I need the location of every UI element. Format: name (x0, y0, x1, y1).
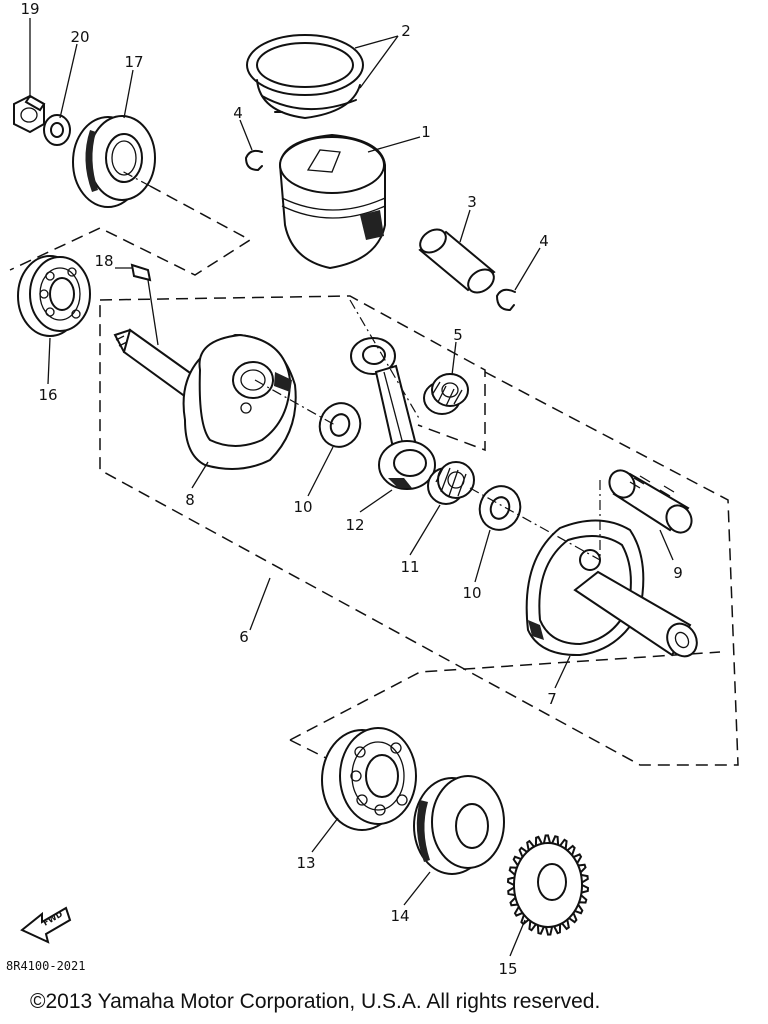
callout-7: 7 (547, 690, 557, 708)
drawing-code: 8R4100-2021 (6, 959, 85, 973)
part-bearing-left (17, 255, 91, 337)
callout-20: 20 (70, 28, 89, 46)
part-thrust-washer-left (318, 402, 362, 448)
part-circlip-upper (245, 149, 263, 171)
assembly-outline-crank-right (99, 300, 739, 766)
callout-10-right: 10 (462, 584, 481, 602)
callout-2: 2 (401, 22, 411, 40)
callout-labels: 19 20 17 2 4 1 3 4 18 5 16 8 10 12 11 10… (20, 0, 682, 978)
callout-16: 16 (38, 386, 57, 404)
assembly-outline-bottom-bearing (289, 651, 721, 741)
part-piston-pin (418, 228, 496, 294)
callout-12: 12 (345, 516, 364, 534)
callout-4-upper: 4 (233, 104, 243, 122)
callout-8: 8 (185, 491, 195, 509)
part-bearing-lower (321, 727, 417, 831)
part-crank-pin (608, 469, 693, 534)
callout-18: 18 (94, 252, 113, 270)
part-nut (13, 94, 46, 134)
callout-11: 11 (400, 558, 419, 576)
callout-13: 13 (296, 854, 315, 872)
callout-5: 5 (453, 326, 463, 344)
assembly-outline-bearing-seal (9, 185, 252, 276)
part-primary-gear (506, 834, 590, 936)
fwd-arrow-icon: FWD (20, 906, 72, 944)
copyright-notice: ©2013 Yamaha Motor Corporation, U.S.A. A… (30, 990, 600, 1013)
part-big-end-bearing (427, 461, 475, 505)
callout-9: 9 (673, 564, 683, 582)
assembly-outline-bottom-left (289, 739, 331, 761)
callout-3: 3 (467, 193, 477, 211)
callout-6: 6 (239, 628, 249, 646)
part-crank-right (525, 519, 698, 658)
callout-10-left: 10 (293, 498, 312, 516)
part-thrust-washer-right (478, 485, 522, 531)
part-key (130, 263, 152, 282)
leader-lines (29, 18, 674, 957)
part-piston (278, 133, 386, 270)
part-connecting-rod (350, 337, 436, 490)
part-piston-rings (246, 34, 364, 119)
callout-1: 1 (421, 123, 431, 141)
part-small-end-bearing (423, 373, 469, 415)
callout-17: 17 (124, 53, 143, 71)
part-oil-seal-lower (413, 775, 505, 875)
assembly-outline-crankshaft (99, 295, 486, 452)
assembly-outlines (9, 185, 739, 766)
callout-14: 14 (390, 907, 409, 925)
part-washer (43, 114, 71, 146)
callout-15: 15 (498, 960, 517, 978)
callout-4-lower: 4 (539, 232, 549, 250)
part-circlip-lower (496, 288, 516, 311)
callout-19: 19 (20, 0, 39, 18)
part-oil-seal-upper (72, 115, 156, 208)
part-crank-left (113, 328, 297, 470)
